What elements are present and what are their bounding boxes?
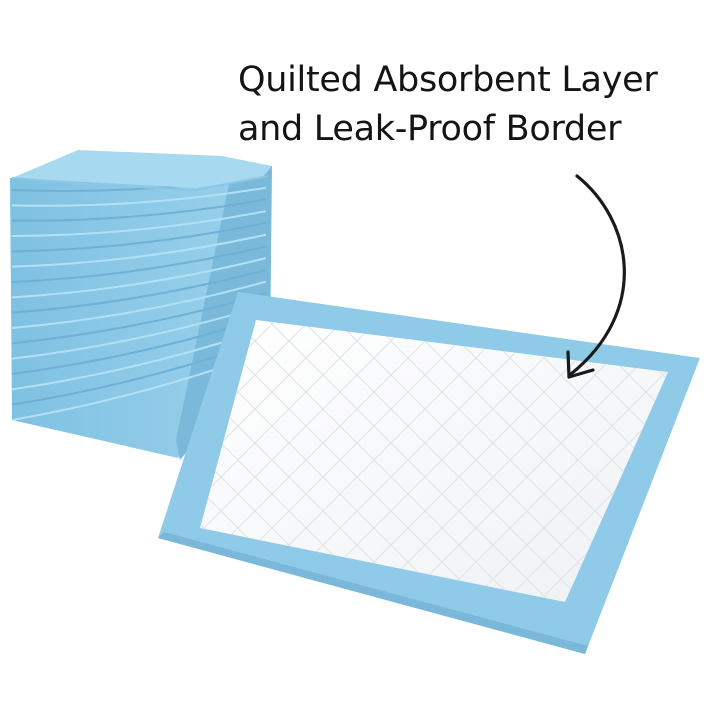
quilt-line — [0, 250, 6, 670]
stack-sheet-edge — [11, 186, 267, 207]
quilt-line — [708, 250, 720, 670]
absorbent-core — [200, 320, 668, 602]
stack-sheet-edge — [11, 292, 267, 345]
stack-sheet-edge — [11, 257, 267, 299]
stack-top-fold — [11, 175, 269, 192]
stack-top-sheet — [12, 150, 272, 188]
stack-sheet-edge — [11, 221, 267, 253]
stack-sheet-edge — [11, 210, 267, 237]
quilt-line — [708, 250, 720, 670]
quilt-line — [674, 250, 720, 670]
stack-sheet-edge — [11, 233, 267, 268]
stack-sheet-edge — [11, 280, 267, 329]
quilt-line — [200, 320, 483, 602]
quilt-line — [0, 250, 6, 670]
quilt-line — [200, 320, 551, 602]
border-edge-shadow — [158, 532, 588, 654]
stack-sheet-edge — [11, 268, 267, 314]
callout-heading: Quilted Absorbent Layer and Leak-Proof B… — [238, 56, 720, 154]
stack-sheet-edge — [11, 245, 267, 283]
quilt-line — [674, 250, 720, 670]
flat-pad — [0, 250, 720, 670]
callout-line-1: Quilted Absorbent Layer — [238, 60, 658, 100]
quilt-line — [200, 320, 449, 602]
stacked-pads — [10, 150, 272, 460]
callout-line-2: and Leak-Proof Border — [238, 109, 622, 149]
stack-sheet-edge — [11, 198, 267, 222]
quilt-line — [200, 320, 517, 602]
arrow-icon — [566, 174, 626, 379]
